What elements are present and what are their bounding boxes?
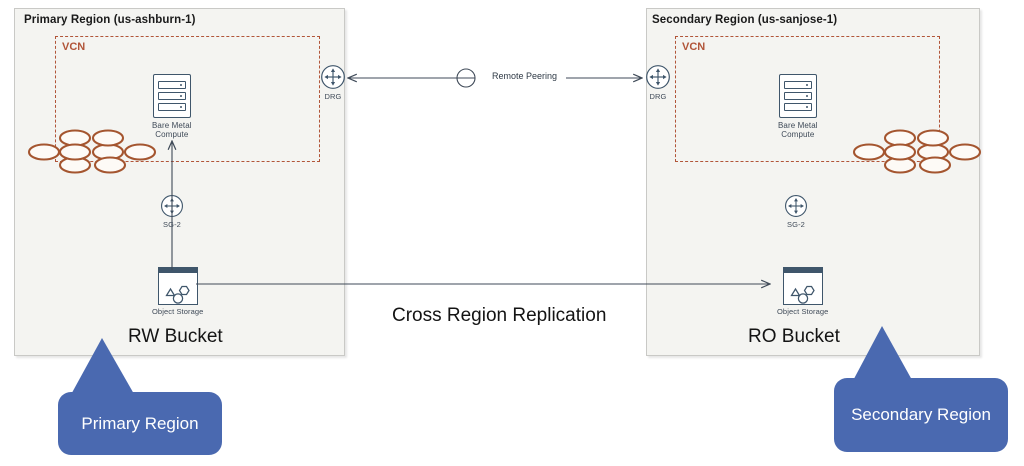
service-gateway-icon	[160, 194, 184, 218]
bare-metal-compute-label: Bare Metal Compute	[778, 121, 818, 140]
remote-peering-label: Remote Peering	[488, 71, 562, 81]
compute-slot	[783, 81, 812, 89]
secondary-bucket-label: RO Bucket	[748, 326, 840, 347]
primary-bucket-label: RW Bucket	[128, 326, 223, 347]
secondary-vcn-box	[675, 36, 940, 162]
primary-callout-body: Primary Region	[58, 392, 222, 455]
compute-slot	[157, 81, 186, 89]
drg-label: DRG	[324, 92, 342, 101]
bare-metal-compute-icon	[152, 74, 191, 118]
compute-slot	[783, 103, 812, 111]
primary-bare-metal-compute: Bare Metal Compute	[152, 74, 192, 140]
object-storage-icon	[782, 267, 823, 305]
drg-label: DRG	[649, 92, 667, 101]
service-gateway-label: SG-2	[787, 220, 805, 229]
primary-object-storage: Object Storage	[152, 267, 203, 317]
primary-service-gateway: SG-2	[160, 194, 184, 230]
compute-slot	[157, 92, 186, 100]
primary-vcn-label: VCN	[62, 41, 86, 53]
object-storage-icon-bar	[158, 268, 197, 273]
secondary-callout-body: Secondary Region	[834, 378, 1008, 452]
secondary-region-title: Secondary Region (us-sanjose-1)	[652, 14, 838, 26]
object-storage-label: Object Storage	[152, 307, 204, 316]
compute-slot	[157, 103, 186, 111]
primary-callout-tail	[68, 338, 142, 408]
secondary-vcn-label: VCN	[682, 41, 706, 53]
bare-metal-compute-label: Bare Metal Compute	[152, 121, 192, 140]
secondary-object-storage: Object Storage	[777, 267, 828, 317]
object-storage-icon-bar	[783, 268, 822, 273]
service-gateway-label: SG-2	[163, 220, 181, 229]
bare-metal-compute-icon	[778, 74, 817, 118]
cross-region-replication-label: Cross Region Replication	[392, 305, 607, 326]
primary-region-title: Primary Region (us-ashburn-1)	[24, 14, 196, 26]
secondary-drg: DRG	[645, 64, 671, 102]
primary-vcn-box	[55, 36, 320, 162]
remote-peering-icon	[456, 68, 476, 88]
drg-icon	[645, 64, 671, 90]
secondary-bare-metal-compute: Bare Metal Compute	[778, 74, 818, 140]
primary-drg: DRG	[320, 64, 346, 102]
secondary-service-gateway: SG-2	[784, 194, 808, 230]
drg-icon	[320, 64, 346, 90]
compute-slot	[783, 92, 812, 100]
service-gateway-icon	[784, 194, 808, 218]
object-storage-label: Object Storage	[777, 307, 829, 316]
object-storage-icon	[157, 267, 198, 305]
